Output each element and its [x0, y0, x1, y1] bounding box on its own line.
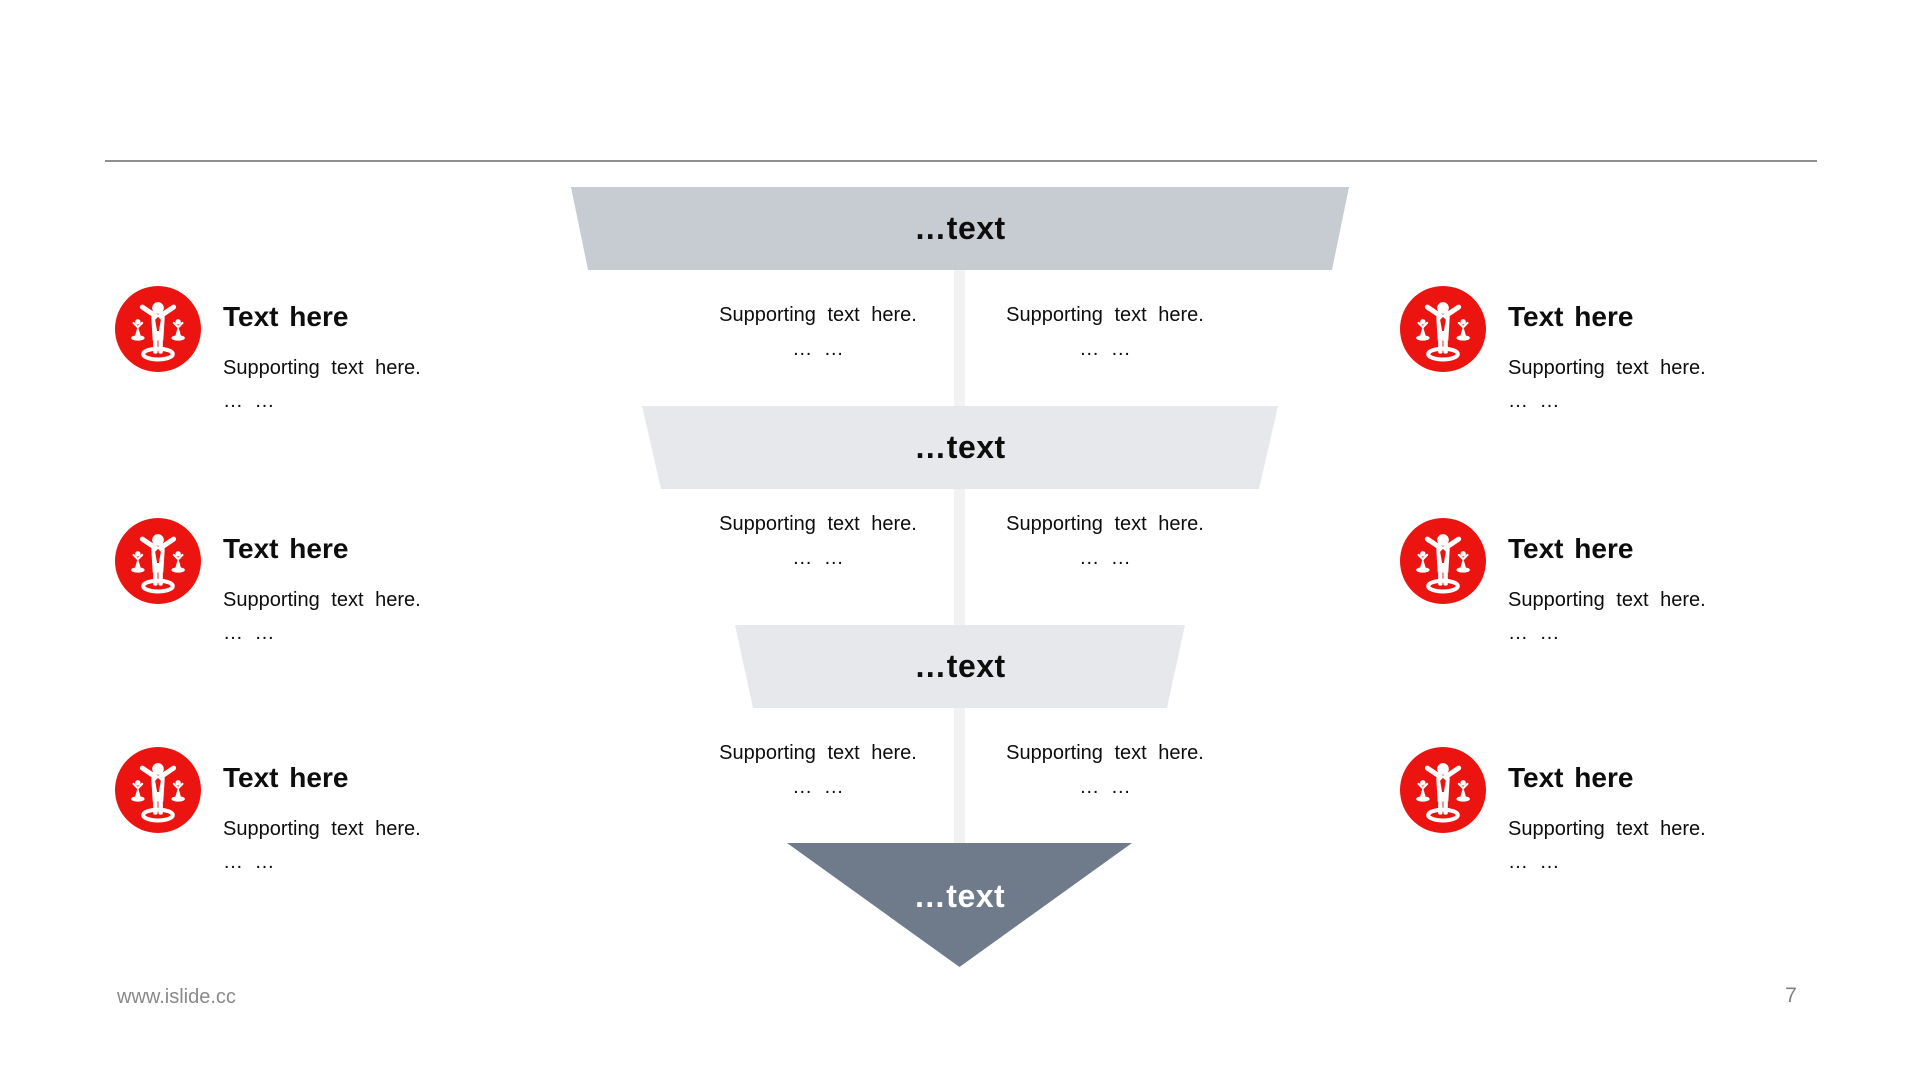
supporting-text-ellipsis: … …: [1079, 776, 1131, 798]
item-ellipsis: … …: [1508, 390, 1560, 412]
people-balance-icon: [115, 518, 201, 604]
supporting-text-block: Supporting text here. … …: [658, 736, 978, 804]
funnel-arrow-label: …text: [913, 878, 1006, 914]
supporting-text-ellipsis: … …: [792, 547, 844, 569]
item-supporting-text: Supporting text here.: [1508, 589, 1706, 611]
item-ellipsis: … …: [223, 622, 275, 644]
item-title: Text here: [1508, 301, 1634, 332]
people-balance-icon: [1400, 286, 1486, 372]
supporting-text-ellipsis: … …: [1079, 338, 1131, 360]
list-item: Text here Supporting text here. … …: [115, 286, 455, 421]
people-balance-icon: [1400, 747, 1486, 833]
supporting-text-ellipsis: … …: [792, 338, 844, 360]
supporting-text-ellipsis: … …: [1079, 547, 1131, 569]
supporting-text-line: Supporting text here.: [1006, 304, 1204, 326]
item-title: Text here: [223, 301, 349, 332]
funnel-arrow-tip: …text: [787, 843, 1132, 967]
funnel-segment-1-label: …text: [914, 210, 1006, 246]
funnel-stem-line: [954, 270, 965, 850]
supporting-text-line: Supporting text here.: [719, 304, 917, 326]
item-supporting-text: Supporting text here.: [223, 589, 421, 611]
item-supporting-text: Supporting text here.: [223, 357, 421, 379]
supporting-text-line: Supporting text here.: [719, 513, 917, 535]
page-number: 7: [1785, 984, 1797, 1007]
people-balance-icon: [115, 286, 201, 372]
item-supporting-text: Supporting text here.: [1508, 357, 1706, 379]
funnel-segment-3-label: …text: [914, 648, 1006, 684]
item-title: Text here: [1508, 533, 1634, 564]
list-item: Text here Supporting text here. … …: [115, 518, 455, 653]
item-supporting-text: Supporting text here.: [223, 818, 421, 840]
item-ellipsis: … …: [223, 390, 275, 412]
item-ellipsis: … …: [1508, 622, 1560, 644]
funnel-segment-1: …text: [571, 187, 1349, 270]
supporting-text-line: Supporting text here.: [1006, 513, 1204, 535]
supporting-text-ellipsis: … …: [792, 776, 844, 798]
funnel-segment-3: …text: [735, 625, 1185, 708]
item-ellipsis: … …: [1508, 851, 1560, 873]
supporting-text-block: Supporting text here. … …: [945, 507, 1265, 575]
item-ellipsis: … …: [223, 851, 275, 873]
supporting-text-line: Supporting text here.: [719, 742, 917, 764]
funnel-segment-2-label: …text: [914, 429, 1006, 465]
supporting-text-block: Supporting text here. … …: [658, 507, 978, 575]
item-title: Text here: [223, 762, 349, 793]
item-supporting-text: Supporting text here.: [1508, 818, 1706, 840]
item-title: Text here: [223, 533, 349, 564]
list-item: Text here Supporting text here. … …: [1400, 518, 1740, 653]
list-item: Text here Supporting text here. … …: [115, 747, 455, 882]
supporting-text-block: Supporting text here. … …: [945, 298, 1265, 366]
footer-website-link[interactable]: www.islide.cc: [117, 986, 236, 1008]
people-balance-icon: [115, 747, 201, 833]
item-title: Text here: [1508, 762, 1634, 793]
supporting-text-line: Supporting text here.: [1006, 742, 1204, 764]
people-balance-icon: [1400, 518, 1486, 604]
funnel-segment-2: …text: [642, 406, 1278, 489]
header-divider-line: [105, 160, 1817, 162]
list-item: Text here Supporting text here. … …: [1400, 747, 1740, 882]
supporting-text-block: Supporting text here. … …: [945, 736, 1265, 804]
supporting-text-block: Supporting text here. … …: [658, 298, 978, 366]
list-item: Text here Supporting text here. … …: [1400, 286, 1740, 421]
